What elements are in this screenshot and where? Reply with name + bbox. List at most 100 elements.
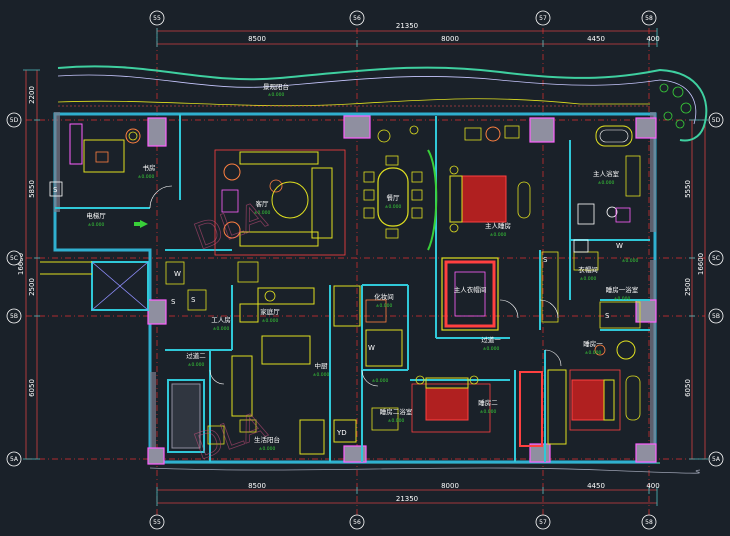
row-bubble: 5A: [10, 456, 19, 463]
dimension-text: 21350 8500 8000 4450 400 8500 8000 4450 …: [17, 22, 705, 503]
col-bubble: 56: [353, 519, 361, 526]
room-label-bath-one: 睡房一浴室: [606, 285, 639, 294]
elevator-shaft: [40, 261, 149, 311]
level-tag: ±0.000: [614, 296, 631, 302]
dim-bottom-total: 21350: [396, 495, 418, 503]
room-label-wardrobe: 衣帽间: [578, 265, 598, 274]
study-furniture: [49, 123, 141, 197]
level-tag: ±0.000: [372, 378, 389, 384]
dim-top-total: 21350: [396, 22, 418, 30]
col-bubble: 58: [645, 15, 653, 22]
grid-bubble-labels: 55 56 57 58 55 56 57 58 5D 5C 5B 5A 5D 5…: [10, 15, 721, 526]
col-bubble: 56: [353, 15, 361, 22]
fixture-yd: YD: [336, 429, 347, 437]
room-label-corridor-two: 过道二: [186, 351, 206, 360]
dim-bottom-seg: 8500: [248, 482, 266, 490]
room-label-dining: 餐厅: [387, 193, 401, 202]
balcony-railing: [57, 65, 708, 142]
dim-left-total: 16600: [17, 253, 25, 275]
fixture-s: S: [605, 312, 610, 320]
master-closet: [441, 257, 499, 331]
fixture-s: S: [191, 296, 196, 304]
row-bubble: 5D: [712, 117, 721, 124]
level-tag: ±0.000: [313, 372, 330, 378]
dim-right-seg: 2500: [684, 278, 692, 296]
dim-bottom-seg: 4450: [587, 482, 605, 490]
watermark-text: DLA: [189, 195, 272, 259]
level-tag: ±0.000: [622, 258, 639, 264]
fixture-w: W: [616, 242, 623, 250]
interior-walls: [55, 114, 650, 462]
level-tag: ±0.000: [480, 409, 497, 415]
level-tag: ±0.000: [388, 418, 405, 424]
room-label-kitchen: 中厨: [315, 361, 329, 370]
lower-shaft: [167, 379, 205, 453]
dim-left-seg: 5850: [28, 180, 36, 198]
master-bath-fixtures: [577, 125, 641, 225]
room-label-family: 家庭厅: [260, 307, 280, 316]
dim-top-seg: 8000: [441, 35, 459, 43]
level-tag: ±0.000: [262, 318, 279, 324]
dimension-lines: [23, 28, 708, 506]
row-bubble: 5A: [712, 456, 721, 463]
columns: [147, 115, 657, 465]
col-bubble: 57: [539, 519, 547, 526]
dim-left-seg: 2200: [28, 86, 36, 104]
living-furniture: [214, 149, 346, 256]
dining-furniture: [363, 125, 423, 239]
fixture-w: W: [174, 270, 181, 278]
level-tag: ±0.000: [138, 174, 155, 180]
dim-top-seg: 400: [646, 35, 659, 43]
kitchen-fixtures: [231, 335, 325, 455]
room-label-living: 客厅: [256, 199, 270, 208]
grid-bubbles: [6, 10, 724, 530]
row-bubble: 5C: [712, 255, 720, 262]
room-label-corridor-one: 过道一: [481, 335, 501, 344]
level-tag: ±0.000: [580, 276, 597, 282]
room-label-bed-one: 睡房一: [583, 339, 603, 348]
row-bubble: 5D: [10, 117, 19, 124]
room-label-balcony-top: 景观阳台: [263, 82, 289, 91]
room-label-master-bed: 主人睡房: [485, 221, 511, 230]
level-tags: ±0.000 ±0.000 ±0.000 ±0.000 ±0.000 ±0.00…: [88, 92, 639, 452]
fixture-s: S: [543, 256, 548, 264]
entry-arrow: [134, 220, 148, 228]
fixture-s: S: [171, 298, 176, 306]
fixture-w: W: [368, 344, 375, 352]
level-tag: ±0.000: [585, 350, 602, 356]
level-tag: ±0.000: [254, 210, 271, 216]
room-label-cloak: 化妆间: [374, 292, 394, 301]
dim-right-seg: 6050: [684, 379, 692, 397]
bed-two-furniture: [411, 371, 543, 447]
dim-left-seg: 2500: [28, 278, 36, 296]
small-rooms: [165, 261, 403, 445]
row-bubble: 5C: [10, 255, 18, 262]
level-tag: ±0.000: [188, 362, 205, 368]
room-label-elevator-hall: 电梯厅: [86, 211, 106, 220]
family-room-furniture: [237, 261, 315, 323]
fixture-letters: S S S S S W W W YD: [53, 186, 623, 437]
level-tag: ±0.000: [483, 346, 500, 352]
row-bubble: 5B: [712, 313, 720, 320]
level-tag: ±0.000: [213, 326, 230, 332]
level-tag: ±0.000: [376, 303, 393, 309]
dim-bottom-seg: 400: [646, 482, 659, 490]
col-bubble: 55: [153, 15, 161, 22]
dim-top-seg: 4450: [587, 35, 605, 43]
dim-left-seg: 6050: [28, 379, 36, 397]
level-tag: ±0.000: [88, 222, 105, 228]
bath-one-fixtures: [541, 239, 641, 329]
room-label-bath-two: 睡房二浴室: [380, 407, 413, 416]
door-swings: [149, 185, 562, 387]
master-bed-furniture: [427, 125, 531, 251]
exterior-wall-hatch: [54, 112, 656, 462]
dim-bottom-seg: 8000: [441, 482, 459, 490]
room-label-laundry: 生活阳台: [254, 435, 280, 444]
bed-one-furniture: [547, 340, 641, 445]
level-tag: ±0.000: [598, 180, 615, 186]
dim-top-seg: 8500: [248, 35, 266, 43]
room-label-master-closet: 主人衣帽间: [454, 285, 487, 294]
balcony-plants: [659, 83, 692, 129]
col-bubble: 55: [153, 519, 161, 526]
